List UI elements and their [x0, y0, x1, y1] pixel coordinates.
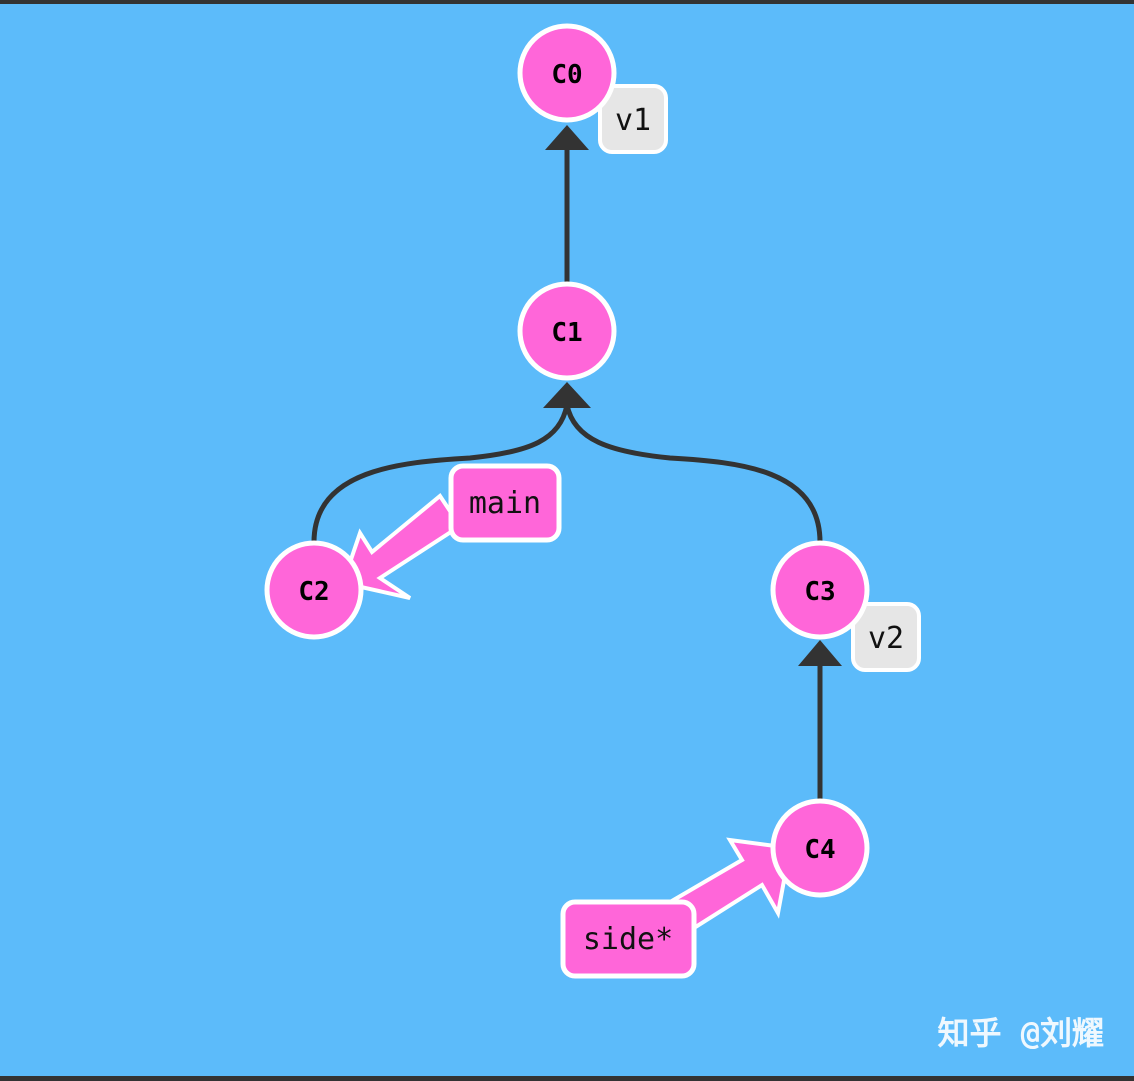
tag-v2[interactable]: v2 — [851, 602, 921, 672]
edge-c2-to-c1 — [311, 404, 570, 543]
frame-top-border — [0, 0, 1134, 4]
commit-label-c3: C3 — [804, 577, 835, 607]
commit-circle-c4 — [770, 798, 870, 898]
commit-circle-c0 — [517, 23, 617, 123]
edge-c3-to-c1 — [564, 404, 823, 543]
commit-circle-c3 — [770, 540, 870, 640]
commit-label-c2: C2 — [298, 577, 329, 607]
tag-v2-box — [851, 602, 921, 672]
frame-bottom-border — [0, 1076, 1134, 1081]
commit-circle-c1 — [517, 281, 617, 381]
branch-side-label: side* — [583, 922, 673, 957]
edges-layer — [311, 125, 842, 800]
commit-node-c3[interactable]: C3 — [770, 540, 870, 640]
commit-circle-c2 — [264, 540, 364, 640]
commit-node-c0[interactable]: C0 — [517, 23, 617, 123]
commit-label-c1: C1 — [551, 318, 582, 348]
commit-node-c2[interactable]: C2 — [264, 540, 364, 640]
arrow-head-c1 — [543, 382, 591, 408]
tag-v2-label: v2 — [868, 621, 904, 656]
branch-side-box — [560, 899, 697, 979]
tag-v1-box — [598, 84, 668, 154]
branch-arrow-main[interactable] — [340, 493, 463, 600]
tag-v1-label: v1 — [615, 103, 651, 138]
branch-main-label: main — [469, 486, 541, 521]
watermark-text: 知乎 @刘耀 — [937, 1014, 1104, 1052]
arrow-head-c0 — [545, 125, 589, 150]
branch-main[interactable]: main — [448, 463, 562, 543]
branch-main-box — [448, 463, 562, 543]
arrow-head-c3 — [798, 640, 842, 666]
commit-node-c1[interactable]: C1 — [517, 281, 617, 381]
tag-v1[interactable]: v1 — [598, 84, 668, 154]
commit-label-c4: C4 — [804, 835, 835, 865]
commit-node-c4[interactable]: C4 — [770, 798, 870, 898]
branch-side[interactable]: side* — [560, 899, 697, 979]
commit-label-c0: C0 — [551, 60, 582, 90]
